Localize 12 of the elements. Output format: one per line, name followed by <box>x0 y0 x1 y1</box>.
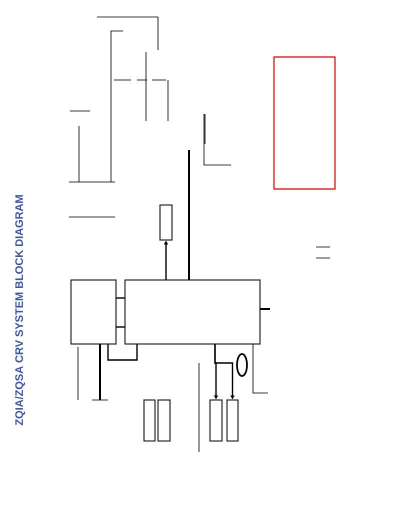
block-box <box>210 400 222 442</box>
block-box <box>124 280 260 344</box>
oval-symbol <box>236 353 248 377</box>
block-box <box>158 400 170 442</box>
connector <box>116 326 125 328</box>
block-box <box>70 280 116 344</box>
connector <box>116 297 125 299</box>
block-box <box>226 400 238 442</box>
title: ZQIA/ZQSA CRV SYSTEM BLOCK DIAGRAM <box>14 195 26 426</box>
block-box <box>144 400 156 442</box>
connector <box>107 344 138 361</box>
block-box <box>160 204 172 240</box>
